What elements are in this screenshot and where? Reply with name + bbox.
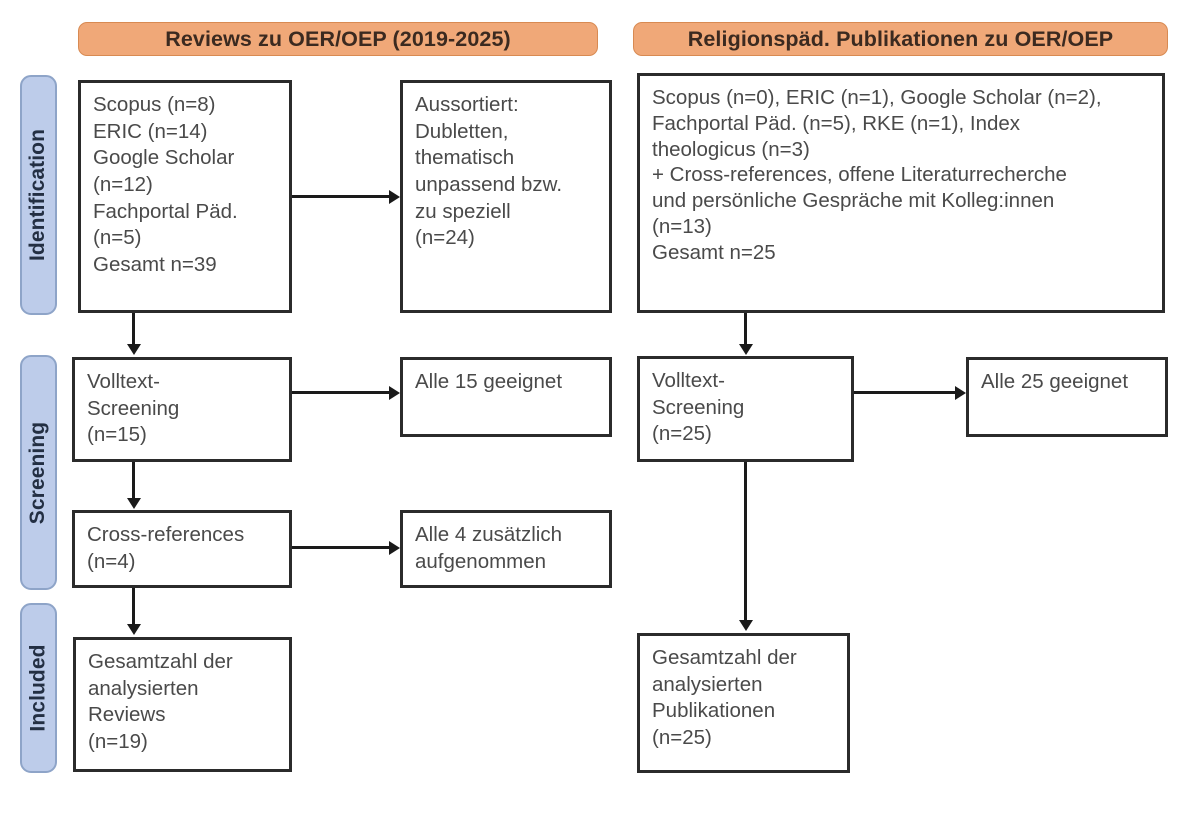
connector-left-sources-to-excluded: [292, 195, 389, 198]
phase-label-included: Included: [20, 603, 57, 773]
node-left-included: Gesamtzahl der analysierten Reviews (n=1…: [73, 637, 292, 772]
arrowhead-right-fulltext-to-result: [955, 385, 966, 400]
connector-left-crossrefs-to-result: [292, 546, 389, 549]
arrowhead-left-crossrefs-to-included: [126, 624, 141, 635]
phase-label-identification-text: Identification: [26, 128, 50, 262]
column-header-reviews: Reviews zu OER/OEP (2019-2025): [78, 22, 598, 56]
phase-label-screening-text: Screening: [26, 421, 50, 524]
node-right-included: Gesamtzahl der analysierten Publikatione…: [637, 633, 850, 773]
phase-label-included-text: Included: [26, 644, 50, 732]
node-left-crossrefs: Cross-references (n=4): [72, 510, 292, 588]
node-left-fulltext-screening: Volltext- Screening (n=15): [72, 357, 292, 462]
arrowhead-right-sources-to-fulltext: [738, 344, 753, 355]
arrowhead-left-sources-to-fulltext: [126, 344, 141, 355]
phase-label-screening: Screening: [20, 355, 57, 590]
arrowhead-left-crossrefs-to-result: [389, 540, 400, 555]
connector-left-sources-to-fulltext: [132, 313, 135, 346]
node-right-fulltext-screening: Volltext- Screening (n=25): [637, 356, 854, 462]
node-left-crossrefs-result: Alle 4 zusätzlich aufgenommen: [400, 510, 612, 588]
node-right-fulltext-result: Alle 25 geeignet: [966, 357, 1168, 437]
connector-left-crossrefs-to-included: [132, 588, 135, 626]
arrowhead-left-fulltext-to-crossrefs: [126, 498, 141, 509]
connector-right-fulltext-to-result: [854, 391, 955, 394]
connector-right-fulltext-to-included: [744, 462, 747, 622]
phase-label-identification: Identification: [20, 75, 57, 315]
arrowhead-left-fulltext-to-result: [389, 385, 400, 400]
node-left-sources: Scopus (n=8) ERIC (n=14) Google Scholar …: [78, 80, 292, 313]
node-right-sources: Scopus (n=0), ERIC (n=1), Google Scholar…: [637, 73, 1165, 313]
node-left-fulltext-result: Alle 15 geeignet: [400, 357, 612, 437]
connector-left-fulltext-to-result: [292, 391, 389, 394]
arrowhead-right-fulltext-to-included: [738, 620, 753, 631]
arrowhead-left-sources-to-excluded: [389, 189, 400, 204]
node-left-excluded: Aussortiert: Dubletten, thematisch unpas…: [400, 80, 612, 313]
connector-right-sources-to-fulltext: [744, 313, 747, 346]
connector-left-fulltext-to-crossrefs: [132, 462, 135, 500]
column-header-religionspaed: Religionspäd. Publikationen zu OER/OEP: [633, 22, 1168, 56]
